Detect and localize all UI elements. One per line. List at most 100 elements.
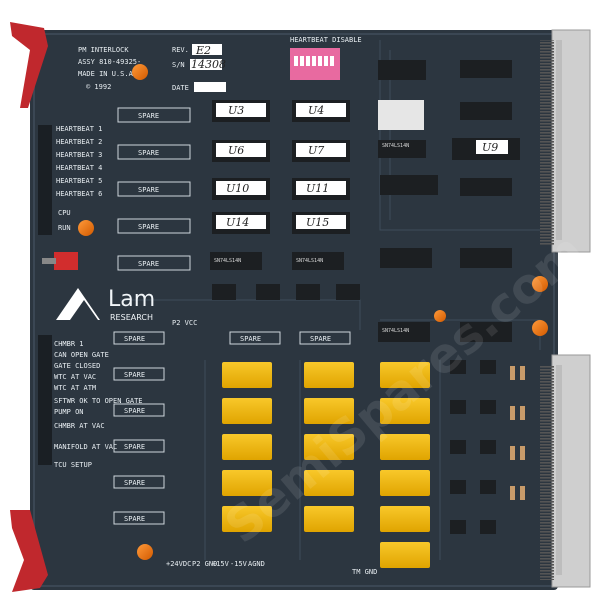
small-components-right <box>450 360 496 534</box>
spare-label: SPARE <box>138 149 159 157</box>
interlock-label: TCU SETUP <box>54 461 92 469</box>
board-title: PM INTERLOCK <box>78 46 129 54</box>
capacitor-c4 <box>532 320 548 336</box>
spare-label: SPARE <box>310 335 331 343</box>
heartbeat-disable-label: HEARTBEAT DISABLE <box>290 36 362 44</box>
heartbeat-label: HEARTBEAT 2 <box>56 138 102 146</box>
left-header-bottom <box>38 335 52 465</box>
top-ejector <box>10 22 48 108</box>
logo-name: Lam <box>108 287 155 312</box>
heartbeat-label: HEARTBEAT 1 <box>56 125 102 133</box>
relay <box>222 362 272 388</box>
ic-tag: U10 <box>226 182 249 195</box>
interlock-label: CHMBR AT VAC <box>54 422 105 430</box>
ic-tag: U15 <box>306 216 329 229</box>
interlock-label: CAN OPEN GATE <box>54 351 109 359</box>
relay <box>304 398 354 424</box>
ic-cluster-middle <box>210 252 360 300</box>
capacitor-c5 <box>434 310 446 322</box>
interlock-labels: CHMBR 1 CAN OPEN GATE GATE CLOSED WTC AT… <box>54 340 143 469</box>
chip-mark: SN74LS14N <box>382 143 409 149</box>
chip-mark: SN74LS14N <box>382 328 409 334</box>
capacitor-c3 <box>532 276 548 292</box>
interlock-label: WTC AT VAC <box>54 373 96 381</box>
spare-label: SPARE <box>138 260 159 268</box>
relay-bank <box>222 362 430 568</box>
lam-research-logo: Lam RESEARCH <box>56 287 155 322</box>
connector-p1 <box>540 29 591 253</box>
resistors-right <box>510 366 525 500</box>
interlock-label: SFTWR OK TO OPEN GATE <box>54 397 143 405</box>
board-made-in: MADE IN U.S.A. <box>78 70 137 78</box>
toggle-switch-sw1 <box>42 252 78 270</box>
interlock-label: CHMBR 1 <box>54 340 84 348</box>
logo-sub: RESEARCH <box>110 313 153 322</box>
interlock-label: GATE CLOSED <box>54 362 100 370</box>
ic-tag-grid: U3 U4 U6 U7 U10 U11 U14 U15 U9 <box>212 100 520 234</box>
relay <box>380 434 430 460</box>
spare-label: SPARE <box>138 223 159 231</box>
ic-tag: U9 <box>482 141 498 154</box>
board-assy: ASSY 810-49325- <box>78 58 141 66</box>
p2-vcc-label: P2 VCC <box>172 319 197 327</box>
heartbeat-label: HEARTBEAT 6 <box>56 190 102 198</box>
ic-tag: U7 <box>308 144 324 157</box>
sn-value: 14308 <box>191 58 226 71</box>
relay <box>222 470 272 496</box>
chip-mark: SN74LS14N <box>296 258 323 264</box>
test-point-label: P2 GND <box>192 560 217 568</box>
heartbeat-label: HEARTBEAT 3 <box>56 151 102 159</box>
ic-tag: U3 <box>228 104 244 117</box>
relay <box>380 542 430 568</box>
spare-label: SPARE <box>138 112 159 120</box>
test-point-label: +15V <box>212 560 230 568</box>
spare-sockets-bottom: SPARE SPARE SPARE SPARE SPARE SPARE SPAR… <box>113 331 351 525</box>
ic-tag: U4 <box>308 104 324 117</box>
relay <box>304 506 354 532</box>
ic-cluster-right <box>378 60 512 342</box>
interlock-label: PUMP ON <box>54 408 84 416</box>
spare-sockets-top: SPARE SPARE SPARE SPARE SPARE <box>117 107 191 271</box>
spare-label: SPARE <box>124 407 145 415</box>
heartbeat-label: HEARTBEAT 4 <box>56 164 102 172</box>
relay <box>380 398 430 424</box>
relay <box>304 470 354 496</box>
test-points: +24VDC P2 GND +15V -15V AGND TM GND <box>166 560 377 576</box>
test-point-label: AGND <box>248 560 265 568</box>
run-label: RUN <box>58 224 71 232</box>
ic-tag: U11 <box>306 182 329 195</box>
capacitor-c1 <box>132 64 148 80</box>
capacitor-c2 <box>78 220 94 236</box>
rev-value: E2 <box>195 44 211 57</box>
relay <box>222 434 272 460</box>
interlock-label: WTC AT ATM <box>54 384 96 392</box>
chip-mark: SN74LS14N <box>214 258 241 264</box>
spare-label: SPARE <box>124 479 145 487</box>
spare-label: SPARE <box>124 515 145 523</box>
capacitor-c6 <box>137 544 153 560</box>
board-copyright: © 1992 <box>86 83 111 91</box>
relay <box>222 506 272 532</box>
interlock-label: MANIFOLD AT VAC <box>54 443 117 451</box>
relay <box>304 362 354 388</box>
bottom-ejector <box>10 510 48 592</box>
test-point-label: +24VDC <box>166 560 191 568</box>
relay <box>380 506 430 532</box>
cpu-label: CPU <box>58 209 71 217</box>
rev-label: REV. <box>172 46 189 54</box>
relay <box>380 470 430 496</box>
connector-p2 <box>540 354 591 588</box>
relay <box>304 434 354 460</box>
relay <box>380 362 430 388</box>
spare-label: SPARE <box>240 335 261 343</box>
spare-label: SPARE <box>124 443 145 451</box>
spare-label: SPARE <box>138 186 159 194</box>
relay <box>222 398 272 424</box>
sn-label: S/N <box>172 61 185 69</box>
tm-gnd-label: TM GND <box>352 568 377 576</box>
spare-label: SPARE <box>124 335 145 343</box>
test-point-label: -15V <box>230 560 248 568</box>
left-header-top <box>38 125 52 235</box>
heartbeat-label: HEARTBEAT 5 <box>56 177 102 185</box>
